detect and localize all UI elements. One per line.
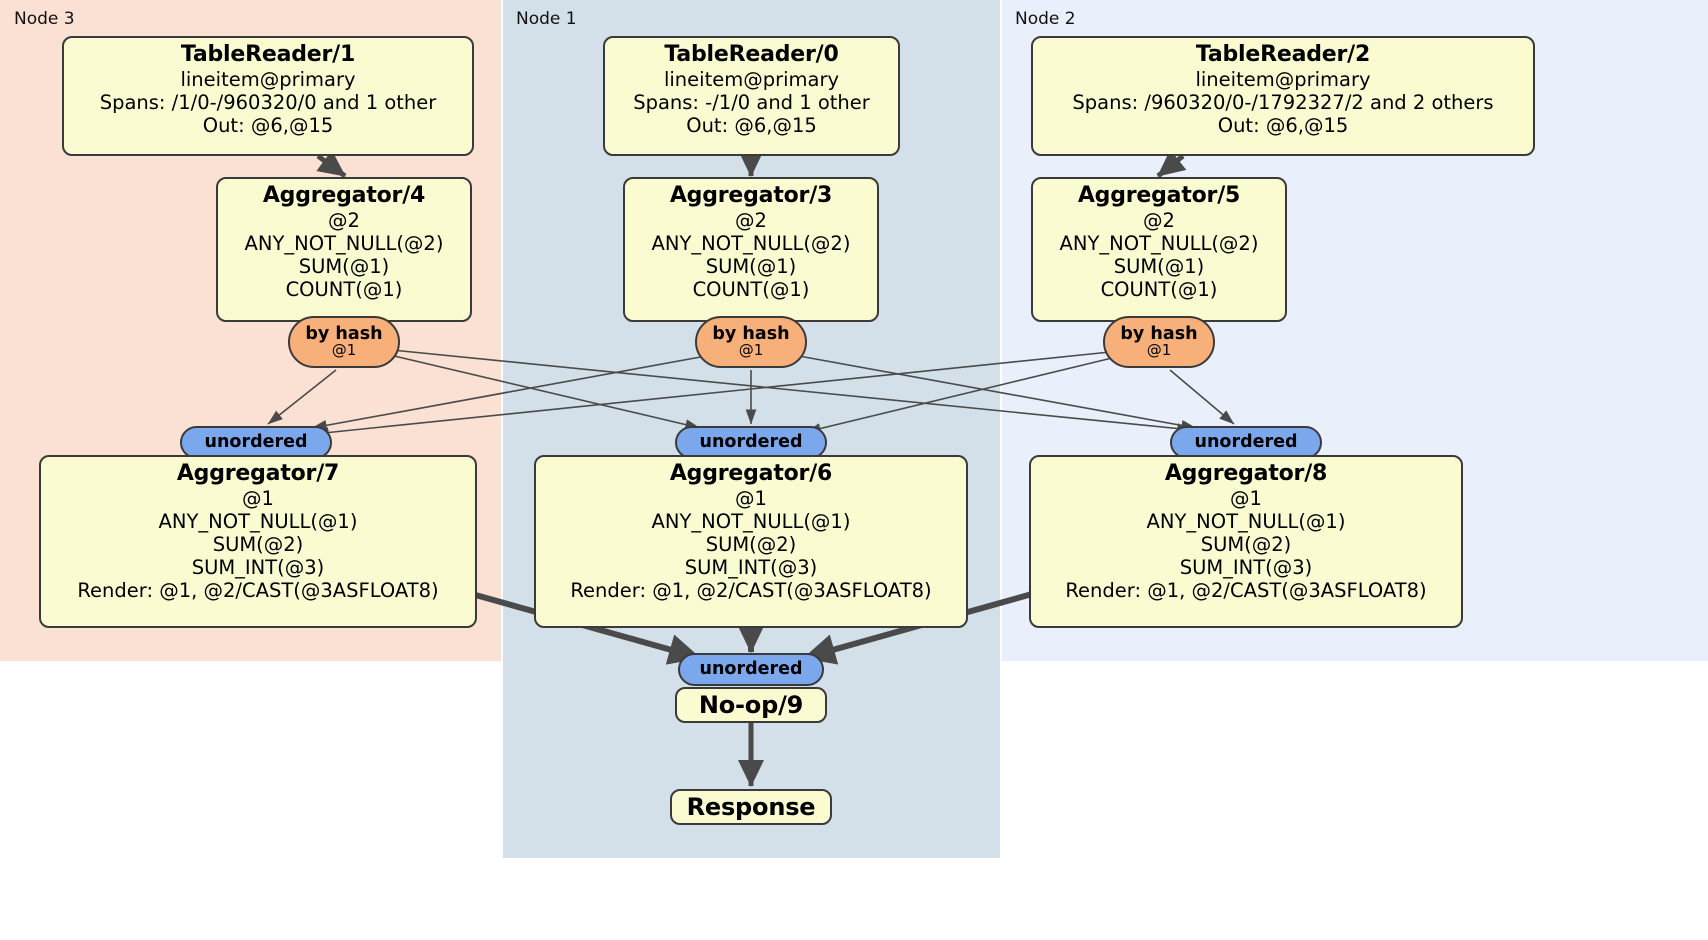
processor-aggregator-8[interactable]: Aggregator/8 @1 ANY_NOT_NULL(@1) SUM(@2)… — [1029, 455, 1463, 628]
processor-aggregator-5[interactable]: Aggregator/5 @2 ANY_NOT_NULL(@2) SUM(@1)… — [1031, 177, 1287, 322]
processor-render: Render: @1, @2/CAST(@3ASFLOAT8) — [570, 578, 932, 602]
node-label-node1: Node 1 — [516, 9, 577, 29]
processor-detail: Out: @6,@15 — [1217, 113, 1349, 137]
processor-detail: SUM_INT(@3) — [684, 555, 818, 579]
processor-detail: lineitem@primary — [1195, 67, 1371, 91]
processor-title: Aggregator/6 — [669, 461, 833, 486]
processor-detail: COUNT(@1) — [285, 277, 403, 301]
processor-detail: Spans: /960320/0-/1792327/2 and 2 others — [1072, 90, 1494, 114]
processor-detail: Out: @6,@15 — [686, 113, 817, 137]
processor-detail: @2 — [1143, 208, 1175, 232]
router-column: @1 — [738, 341, 764, 360]
processor-aggregator-3[interactable]: Aggregator/3 @2 ANY_NOT_NULL(@2) SUM(@1)… — [623, 177, 879, 322]
router-label: unordered — [1194, 432, 1298, 453]
node-label-node3: Node 3 — [14, 9, 75, 29]
processor-detail: COUNT(@1) — [1100, 277, 1218, 301]
processor-detail: ANY_NOT_NULL(@2) — [1059, 231, 1259, 255]
processor-detail: @1 — [242, 486, 274, 510]
processor-title: TableReader/1 — [180, 42, 356, 67]
processor-table-reader-2[interactable]: TableReader/2 lineitem@primary Spans: /9… — [1031, 36, 1535, 156]
processor-detail: Out: @6,@15 — [202, 113, 334, 137]
router-label: by hash — [1120, 323, 1198, 344]
processor-detail: SUM(@1) — [298, 254, 390, 278]
router-label: unordered — [699, 659, 803, 680]
processor-title: TableReader/0 — [664, 42, 839, 67]
processor-title: Aggregator/4 — [262, 183, 426, 208]
router-label: by hash — [305, 323, 383, 344]
processor-detail: ANY_NOT_NULL(@1) — [158, 509, 358, 533]
processor-detail: lineitem@primary — [180, 67, 356, 91]
router-badge-unordered-final[interactable]: unordered — [678, 653, 824, 686]
processor-detail: ANY_NOT_NULL(@2) — [651, 231, 851, 255]
router-label: unordered — [204, 432, 308, 453]
processor-title: Aggregator/7 — [176, 461, 340, 486]
processor-no-op-9[interactable]: No-op/9 — [675, 687, 827, 723]
processor-title: Aggregator/8 — [1164, 461, 1328, 486]
processor-title: No-op/9 — [698, 690, 804, 719]
processor-render: Render: @1, @2/CAST(@3ASFLOAT8) — [77, 578, 439, 602]
processor-detail: COUNT(@1) — [692, 277, 810, 301]
router-label: unordered — [699, 432, 803, 453]
node-label-node2: Node 2 — [1015, 9, 1076, 29]
processor-detail: ANY_NOT_NULL(@2) — [244, 231, 444, 255]
processor-detail: @2 — [328, 208, 360, 232]
processor-aggregator-4[interactable]: Aggregator/4 @2 ANY_NOT_NULL(@2) SUM(@1)… — [216, 177, 472, 322]
processor-detail: @2 — [735, 208, 767, 232]
processor-detail: SUM(@2) — [1200, 532, 1292, 556]
processor-detail: SUM_INT(@3) — [191, 555, 325, 579]
processor-detail: ANY_NOT_NULL(@1) — [1146, 509, 1346, 533]
router-badge-by-hash-center[interactable]: by hash @1 — [695, 316, 807, 368]
router-badge-by-hash-right[interactable]: by hash @1 — [1103, 316, 1215, 368]
router-column: @1 — [1146, 341, 1172, 360]
processor-detail: SUM(@2) — [212, 532, 304, 556]
processor-aggregator-7[interactable]: Aggregator/7 @1 ANY_NOT_NULL(@1) SUM(@2)… — [39, 455, 477, 628]
router-badge-by-hash-left[interactable]: by hash @1 — [288, 316, 400, 368]
processor-detail: SUM(@1) — [705, 254, 797, 278]
processor-title: Aggregator/3 — [669, 183, 833, 208]
processor-aggregator-6[interactable]: Aggregator/6 @1 ANY_NOT_NULL(@1) SUM(@2)… — [534, 455, 968, 628]
processor-detail: lineitem@primary — [663, 67, 840, 91]
processor-detail: @1 — [1230, 486, 1262, 510]
processor-title: TableReader/2 — [1195, 42, 1371, 67]
processor-detail: SUM(@1) — [1113, 254, 1205, 278]
router-badge-unordered-center[interactable]: unordered — [675, 426, 827, 459]
processor-detail: SUM_INT(@3) — [1179, 555, 1313, 579]
processor-detail: SUM(@2) — [705, 532, 797, 556]
processor-detail: ANY_NOT_NULL(@1) — [651, 509, 851, 533]
processor-render: Render: @1, @2/CAST(@3ASFLOAT8) — [1065, 578, 1427, 602]
processor-title: Aggregator/5 — [1077, 183, 1241, 208]
router-label: by hash — [712, 323, 790, 344]
processor-detail: Spans: /1/0-/960320/0 and 1 other — [99, 90, 437, 114]
processor-table-reader-0[interactable]: TableReader/0 lineitem@primary Spans: -/… — [603, 36, 900, 156]
router-column: @1 — [331, 341, 357, 360]
processor-title: Response — [686, 792, 816, 821]
processor-response[interactable]: Response — [670, 789, 832, 825]
processor-table-reader-1[interactable]: TableReader/1 lineitem@primary Spans: /1… — [62, 36, 474, 156]
processor-detail: @1 — [735, 486, 767, 510]
processor-detail: Spans: -/1/0 and 1 other — [633, 90, 870, 114]
